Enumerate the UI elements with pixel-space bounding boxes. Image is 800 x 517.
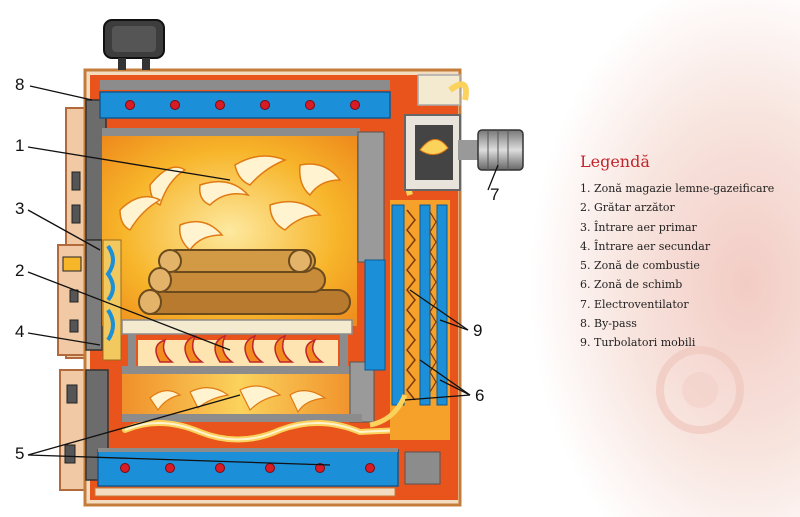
callout-line-7: [487, 164, 499, 191]
callout-line-6c: [404, 394, 471, 401]
callout-9: 9: [473, 321, 482, 340]
callout-line-5: [27, 394, 241, 456]
legend-item-4: 4. Întrare aer secundar: [580, 239, 711, 253]
air-inlet-channel: [102, 239, 122, 361]
legend-title: Legendă: [580, 152, 650, 171]
callout-line-3: [27, 209, 101, 251]
callout-line-5b: [27, 454, 331, 466]
legend-item-6: 6. Zonă de schimb: [580, 278, 683, 292]
callout-7: 7: [490, 185, 499, 204]
callout-line-6b: [439, 379, 471, 396]
callout-numbers: 8 1 3 2 4 5 9 6 7: [15, 75, 499, 463]
callout-1: 1: [15, 136, 24, 155]
wood-magazine-zone: [102, 128, 385, 326]
legend: Legendă 1. Zonă magazie lemne-gazeificar…: [580, 152, 795, 353]
legend-item-2: 2. Grătar arzător: [580, 201, 675, 215]
legend-item-7: 7. Electroventilator: [580, 297, 689, 311]
bottom-water-jacket: [94, 448, 441, 497]
callout-line-8: [29, 85, 93, 101]
control-box: [103, 19, 165, 70]
electric-fan: [404, 74, 524, 191]
legend-item-1: 1. Zonă magazie lemne-gazeificare: [580, 182, 775, 195]
callout-lines: [27, 85, 499, 466]
callout-6: 6: [475, 386, 484, 405]
legend-item-9: 9. Turbolatori mobili: [580, 336, 696, 350]
callout-2: 2: [15, 261, 24, 280]
callout-8: 8: [15, 75, 24, 94]
callout-line-9a: [409, 289, 469, 331]
legend-item-8: 8. By-pass: [580, 317, 637, 331]
callout-line-9b: [439, 319, 469, 331]
right-water-wall: [364, 259, 386, 371]
callout-line-4: [27, 332, 101, 346]
top-water-jacket: [99, 80, 391, 119]
callout-5: 5: [15, 444, 24, 463]
combustion-zone: [122, 361, 403, 443]
callout-line-1: [27, 146, 231, 181]
callout-line-6a: [419, 359, 471, 396]
callout-line-2: [27, 271, 231, 351]
legend-item-5: 5. Zonă de combustie: [580, 259, 700, 273]
callout-4: 4: [15, 322, 24, 341]
legend-item-3: 3. Întrare aer primar: [580, 220, 697, 234]
burner-grate: [121, 319, 357, 374]
callout-3: 3: [15, 199, 24, 218]
door-hinges: [62, 171, 82, 464]
